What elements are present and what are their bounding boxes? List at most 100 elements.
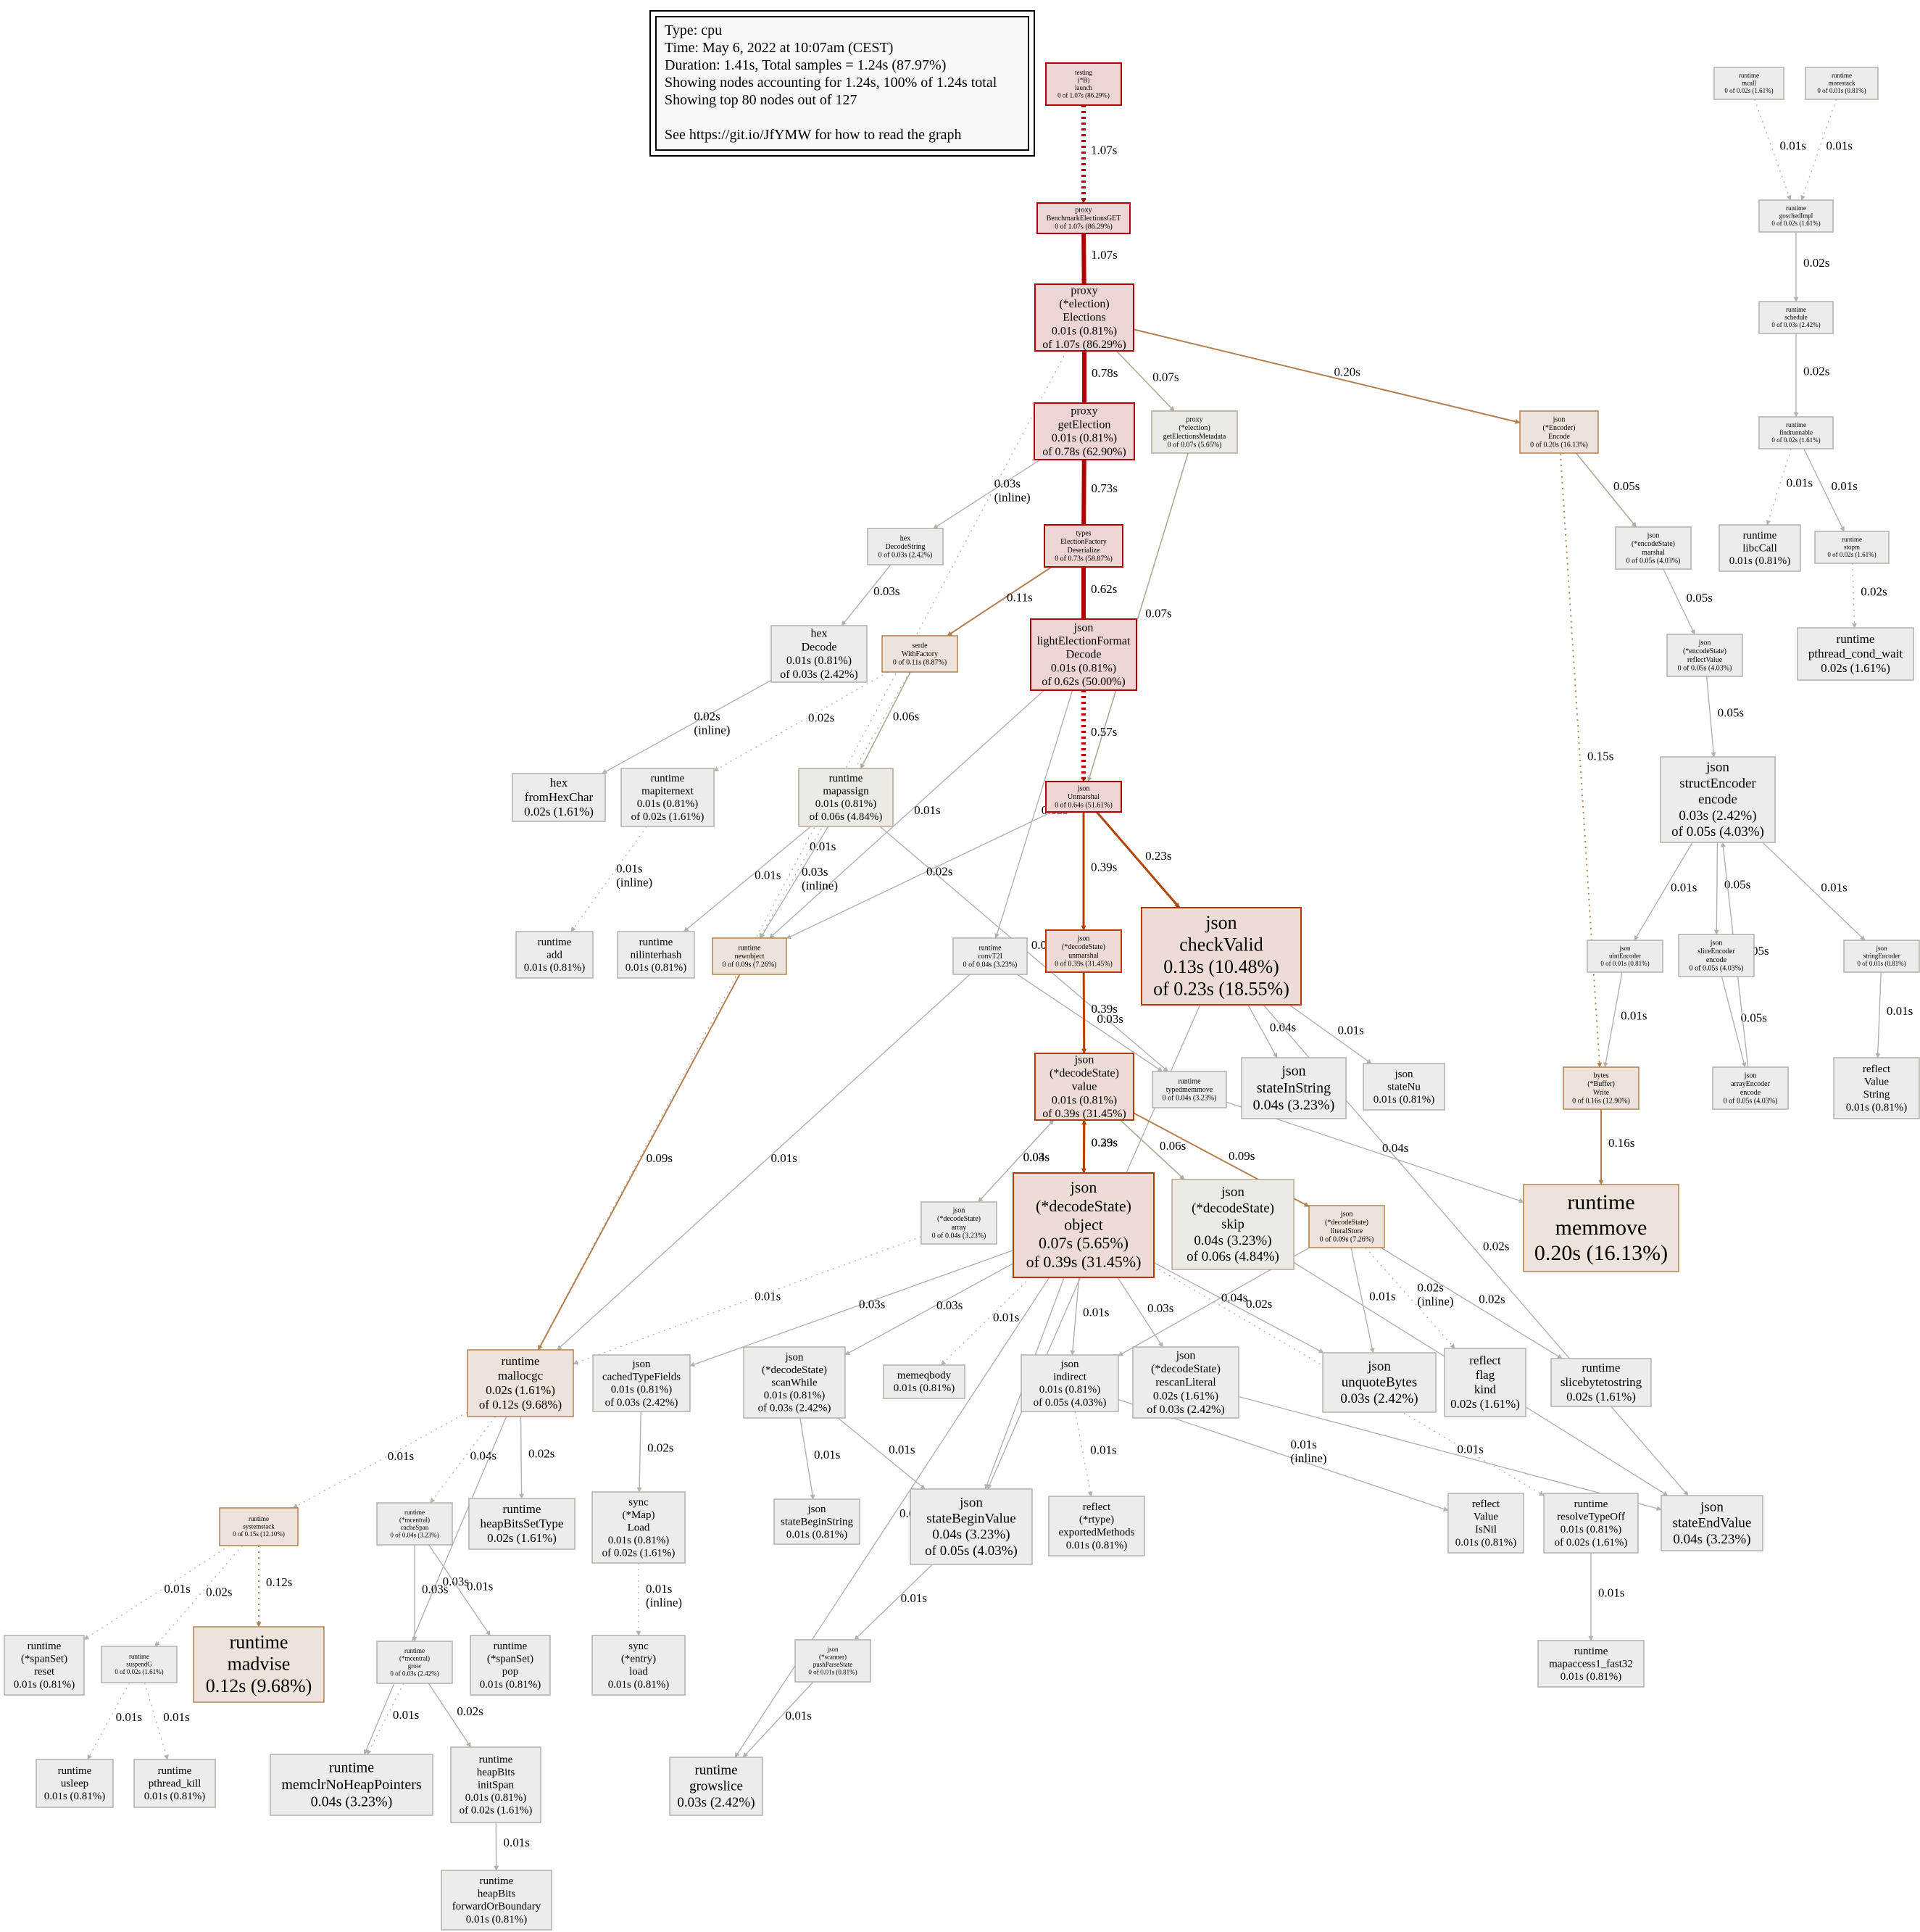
node-box[interactable] (376, 1641, 453, 1684)
node-box[interactable] (376, 1502, 453, 1546)
node-box[interactable] (1758, 199, 1834, 233)
node-box[interactable] (1712, 1066, 1789, 1110)
node-box[interactable] (1713, 67, 1784, 100)
node-box[interactable] (1678, 934, 1755, 977)
node-box[interactable] (1661, 1495, 1763, 1551)
node-box[interactable] (1797, 627, 1914, 681)
node-box[interactable] (1034, 402, 1135, 460)
node-box[interactable] (1519, 410, 1599, 454)
node-box[interactable] (1537, 1640, 1645, 1688)
node-box[interactable] (1045, 929, 1122, 973)
node-box[interactable] (952, 937, 1028, 975)
node-box[interactable] (1719, 524, 1801, 572)
node-box[interactable] (743, 1346, 846, 1419)
node-box[interactable] (1666, 634, 1743, 677)
node-box[interactable] (1151, 410, 1238, 454)
node-box[interactable] (1615, 526, 1692, 570)
node-box[interactable] (101, 1646, 178, 1683)
node-box[interactable] (36, 1759, 114, 1808)
node-box[interactable] (1241, 1057, 1347, 1119)
node-box[interactable] (515, 931, 594, 979)
node-box[interactable] (1013, 1172, 1155, 1278)
node-box[interactable] (1758, 301, 1834, 334)
node-box[interactable] (617, 931, 695, 979)
node-box[interactable] (669, 1757, 763, 1816)
node-box[interactable] (1660, 756, 1776, 843)
node-box[interactable] (1550, 1358, 1652, 1407)
node-box[interactable] (883, 1364, 965, 1399)
node-box[interactable] (910, 1488, 1033, 1565)
node-box[interactable] (1444, 1348, 1526, 1417)
node-box[interactable] (712, 937, 787, 975)
node-box[interactable] (1044, 524, 1123, 568)
node-box[interactable] (193, 1626, 325, 1703)
node-box[interactable] (4, 1635, 85, 1696)
node-box[interactable] (1814, 531, 1890, 564)
node-box[interactable] (1322, 1352, 1437, 1413)
node-box[interactable] (1843, 940, 1920, 973)
node-box[interactable] (1523, 1184, 1679, 1272)
node-box[interactable] (1563, 1066, 1640, 1110)
node-box[interactable] (1171, 1179, 1294, 1270)
node-box[interactable] (1152, 1071, 1227, 1108)
node-box[interactable] (467, 1349, 574, 1417)
node-box[interactable] (1132, 1346, 1239, 1419)
node-box[interactable] (620, 768, 715, 827)
